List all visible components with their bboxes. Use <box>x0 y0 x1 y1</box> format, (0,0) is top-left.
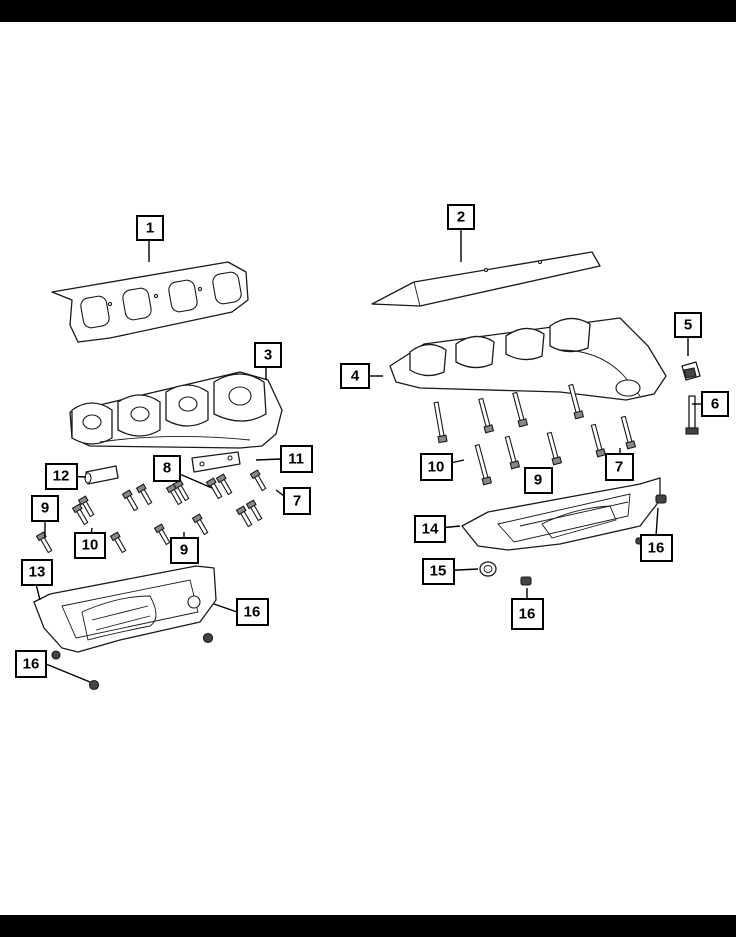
callout-16-right-lower-text: 16 <box>519 606 536 623</box>
callout-7-right-text: 7 <box>615 459 623 476</box>
callout-6-text: 6 <box>711 396 719 413</box>
callout-14-text: 14 <box>422 521 439 538</box>
callout-3-text: 3 <box>264 347 272 364</box>
callout-3: 3 <box>254 342 282 368</box>
left-lower-heat-shield <box>33 565 217 653</box>
right-exhaust-manifold <box>389 317 667 401</box>
callout-10-left-text: 10 <box>82 537 99 554</box>
left-spacer-part <box>84 465 119 485</box>
callout-11: 11 <box>280 445 313 473</box>
callout-16-right-upper-text: 16 <box>648 540 665 557</box>
callout-7-right: 7 <box>605 453 634 481</box>
callout-13: 13 <box>21 559 53 586</box>
callout-12: 12 <box>45 463 78 490</box>
callout-10-right-text: 10 <box>428 459 445 476</box>
callout-4-text: 4 <box>351 368 360 385</box>
callout-10-right: 10 <box>420 453 453 481</box>
callout-10-left: 10 <box>74 532 106 559</box>
callout-16-right-lower: 16 <box>511 598 544 630</box>
callout-1: 1 <box>136 215 164 241</box>
callout-15: 15 <box>422 558 455 585</box>
right-heat-shield <box>371 251 601 307</box>
callout-layer: 1 2 3 4 5 6 7 7 8 9 9 9 10 10 11 12 13 1… <box>15 204 729 678</box>
right-long-bolt <box>685 395 699 435</box>
right-nut-a <box>655 494 667 504</box>
left-fastener-field <box>35 469 267 554</box>
left-exhaust-manifold <box>69 371 283 449</box>
callout-16-left-mid: 16 <box>236 598 269 626</box>
callout-9-left-bottom-text: 9 <box>180 542 188 559</box>
callout-13-text: 13 <box>29 564 46 581</box>
callout-7-left-text: 7 <box>293 493 301 510</box>
callout-9-left-top: 9 <box>31 495 59 522</box>
left-nut-b <box>51 650 61 660</box>
right-clip-part <box>681 361 701 381</box>
callout-9-left-top-text: 9 <box>41 500 49 517</box>
callout-11-text: 11 <box>288 451 304 468</box>
callout-1-text: 1 <box>146 220 154 237</box>
right-fastener-field <box>433 383 637 486</box>
callout-15-text: 15 <box>430 563 447 580</box>
callout-8-text: 8 <box>163 460 171 477</box>
right-lower-heat-shield <box>461 477 661 551</box>
callout-9-right: 9 <box>524 467 553 494</box>
top-border-bar <box>0 0 736 22</box>
callout-9-left-bottom: 9 <box>170 537 199 564</box>
right-grommet <box>479 561 497 577</box>
left-manifold-gasket <box>51 261 249 343</box>
left-nut-c <box>88 679 100 691</box>
callout-16-left-bottom-text: 16 <box>23 656 40 673</box>
callout-5-text: 5 <box>684 317 692 334</box>
callout-8: 8 <box>153 455 181 482</box>
callout-4: 4 <box>340 363 370 389</box>
callout-16-left-mid-text: 16 <box>244 604 261 621</box>
left-plate-part <box>191 451 241 473</box>
callout-16-right-upper: 16 <box>640 534 673 562</box>
callout-9-right-text: 9 <box>534 472 542 489</box>
bottom-border-bar <box>0 915 736 937</box>
callout-16-left-bottom: 16 <box>15 650 47 678</box>
callout-7-left: 7 <box>283 487 311 515</box>
callout-2: 2 <box>447 204 475 230</box>
right-nut-c <box>520 576 532 586</box>
callout-2-text: 2 <box>457 209 465 226</box>
left-nut-a <box>202 632 214 644</box>
callout-6: 6 <box>701 391 729 417</box>
callout-5: 5 <box>674 312 702 338</box>
callout-14: 14 <box>414 515 446 543</box>
callout-12-text: 12 <box>53 468 70 485</box>
